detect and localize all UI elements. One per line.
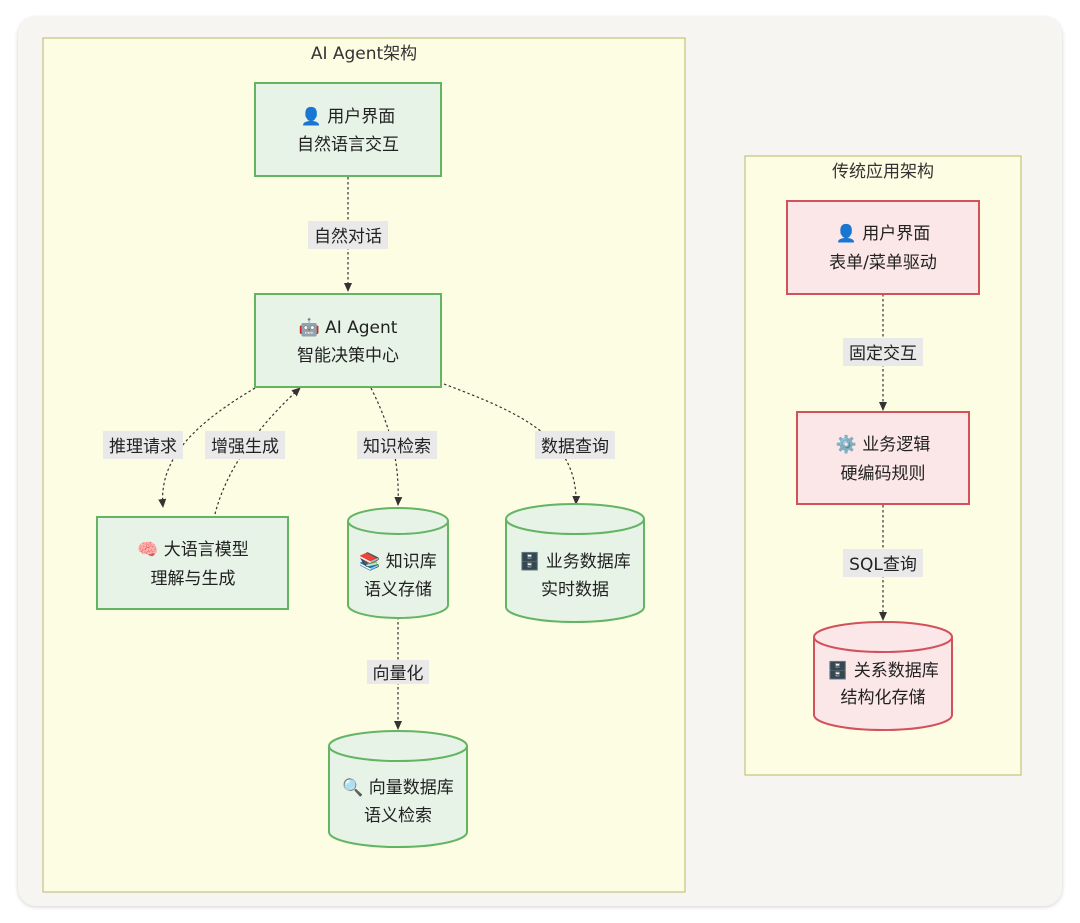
file-cabinet-icon: 🗄️ <box>827 660 848 681</box>
svg-text:实时数据: 实时数据 <box>541 580 609 600</box>
svg-text:📚 知识库: 📚 知识库 <box>359 552 437 572</box>
svg-text:智能决策中心: 智能决策中心 <box>297 346 399 366</box>
node-business-logic[interactable]: ⚙️ 业务逻辑 硬编码规则 <box>796 411 970 505</box>
node-relational-db[interactable]: 🗄️ 关系数据库 结构化存储 <box>813 621 953 731</box>
edge-label-sql-query: SQL查询 <box>849 555 917 575</box>
file-cabinet-icon: 🗄️ <box>519 551 540 572</box>
svg-text:🗄️ 业务数据库: 🗄️ 业务数据库 <box>519 551 631 572</box>
edge-label-natural-dialog: 自然对话 <box>314 227 382 247</box>
edge-reasoning-request: 推理请求 <box>103 387 256 508</box>
architecture-diagram: AI Agent架构 传统应用架构 自然对话 推理请求 增强生成 知识检索 数据… <box>42 37 1022 893</box>
edge-label-enhanced-generation: 增强生成 <box>211 437 279 457</box>
svg-text:表单/菜单驱动: 表单/菜单驱动 <box>829 253 937 273</box>
edge-sql-query: SQL查询 <box>843 505 923 621</box>
user-icon: 👤 <box>301 106 322 127</box>
svg-text:语义存储: 语义存储 <box>364 580 432 600</box>
edge-fixed-interaction: 固定交互 <box>843 294 923 411</box>
node-ai-user-interface[interactable]: 👤 用户界面 自然语言交互 <box>254 82 442 177</box>
edge-label-vectorize: 向量化 <box>373 664 424 684</box>
node-knowledge-base[interactable]: 📚 知识库 语义存储 <box>347 507 449 619</box>
edge-natural-dialog: 自然对话 <box>308 177 388 292</box>
brain-icon: 🧠 <box>137 540 158 560</box>
edge-label-reasoning-request: 推理请求 <box>109 437 177 457</box>
svg-text:🔍 向量数据库: 🔍 向量数据库 <box>342 776 454 798</box>
svg-text:👤 用户界面: 👤 用户界面 <box>836 223 931 244</box>
diagram-frame: AI Agent架构 传统应用架构 自然对话 推理请求 增强生成 知识检索 数据… <box>18 17 1062 906</box>
svg-text:语义检索: 语义检索 <box>364 806 432 826</box>
svg-text:🤖 AI Agent: 🤖 AI Agent <box>299 317 398 338</box>
svg-text:硬编码规则: 硬编码规则 <box>841 464 926 484</box>
svg-text:🗄️ 关系数据库: 🗄️ 关系数据库 <box>827 660 939 681</box>
edge-label-fixed-interaction: 固定交互 <box>849 344 917 364</box>
svg-text:⚙️ 业务逻辑: ⚙️ 业务逻辑 <box>836 434 931 455</box>
edge-label-knowledge-retrieval: 知识检索 <box>363 437 431 457</box>
svg-text:👤 用户界面: 👤 用户界面 <box>301 106 396 127</box>
cluster-ai-agent-title: AI Agent架构 <box>311 44 417 64</box>
gear-icon: ⚙️ <box>836 434 857 455</box>
magnifier-icon: 🔍 <box>342 776 363 798</box>
node-llm[interactable]: 🧠 大语言模型 理解与生成 <box>96 516 289 610</box>
cluster-traditional-title: 传统应用架构 <box>832 162 934 182</box>
user-icon: 👤 <box>836 223 857 244</box>
edge-label-data-query: 数据查询 <box>541 437 609 457</box>
edge-knowledge-retrieval: 知识检索 <box>357 387 437 506</box>
svg-text:自然语言交互: 自然语言交互 <box>297 135 399 155</box>
node-traditional-user-interface[interactable]: 👤 用户界面 表单/菜单驱动 <box>786 200 980 295</box>
edge-data-query: 数据查询 <box>443 383 615 505</box>
svg-text:结构化存储: 结构化存储 <box>841 688 926 708</box>
edge-enhanced-generation: 增强生成 <box>205 387 301 515</box>
node-vector-db[interactable]: 🔍 向量数据库 语义检索 <box>328 730 468 848</box>
node-ai-agent[interactable]: 🤖 AI Agent 智能决策中心 <box>254 293 442 388</box>
edge-vectorize: 向量化 <box>367 617 429 730</box>
robot-icon: 🤖 <box>299 317 320 338</box>
node-business-db[interactable]: 🗄️ 业务数据库 实时数据 <box>505 503 645 623</box>
svg-text:🧠 大语言模型: 🧠 大语言模型 <box>137 540 249 560</box>
svg-text:理解与生成: 理解与生成 <box>151 569 236 589</box>
books-icon: 📚 <box>359 552 380 572</box>
